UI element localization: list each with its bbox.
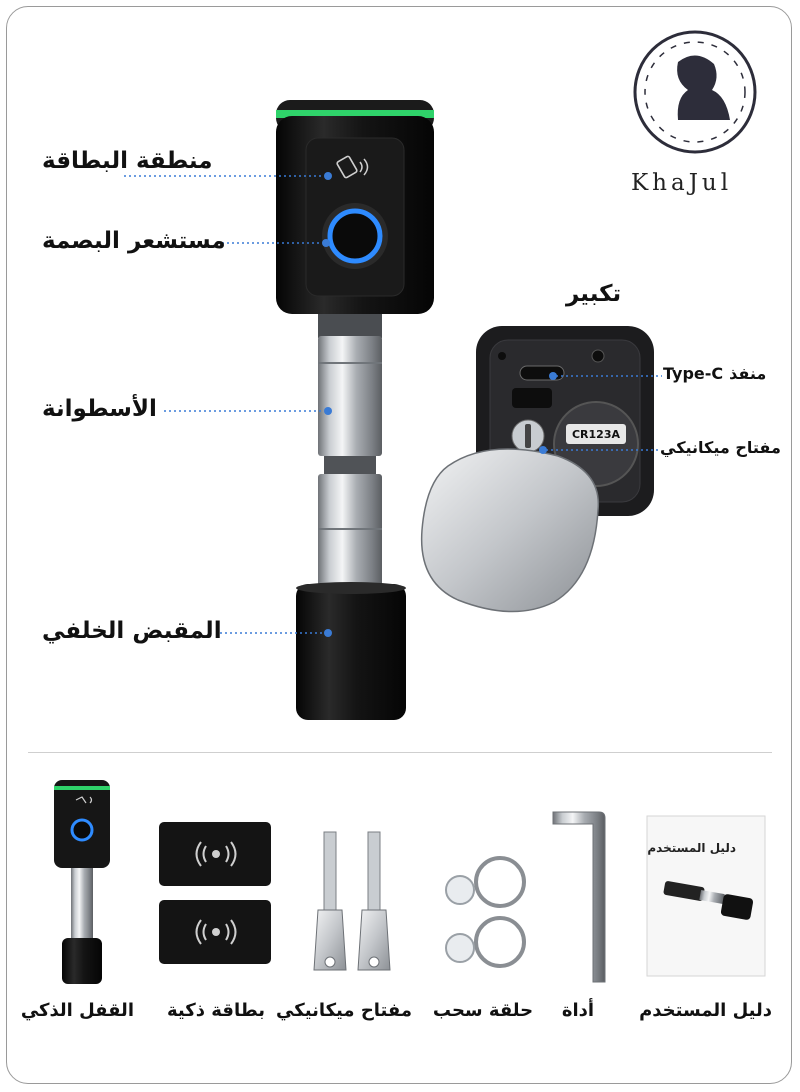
- cylinder: [318, 314, 382, 586]
- package-item-user-manual: دليل المستخدم: [639, 1000, 772, 1021]
- package-cards: [159, 822, 271, 964]
- callout-card-area: منطقة البطاقة: [42, 148, 213, 174]
- zoom-title: تكبير: [566, 281, 622, 307]
- callout-lines: [124, 172, 332, 637]
- package-item-smart-card: بطاقة ذكية: [167, 1000, 265, 1021]
- brand-name: KhaJul: [631, 170, 733, 196]
- fingerprint-sensor-icon: [322, 203, 388, 269]
- zoom-cover-plate: [420, 448, 600, 613]
- package-lock: [54, 780, 110, 984]
- back-handle: [296, 582, 406, 720]
- port-type: Type-C: [663, 364, 724, 383]
- package-item-pull-ring: حلقة سحب: [432, 1000, 534, 1021]
- section-divider: [28, 752, 772, 753]
- package-manual: دليل المستخدم: [646, 815, 766, 977]
- callout-back-handle: المقبض الخلفي: [42, 618, 222, 644]
- battery-label: CR123A: [572, 428, 621, 441]
- package-item-smart-lock: القفل الذكي: [20, 1000, 134, 1021]
- zoom-callout-lines: [539, 372, 662, 454]
- package-tool: [552, 811, 606, 983]
- manual-cover-title: دليل المستخدم: [647, 841, 736, 856]
- callout-fingerprint-sensor: مستشعر البصمة: [42, 228, 226, 254]
- zoom-port-callout: Type-C منفذ: [663, 364, 766, 383]
- card-area-icon: [336, 155, 369, 179]
- package-item-tool: أداة: [561, 1000, 595, 1021]
- lock-head: [276, 100, 434, 314]
- package-item-mechanical-key: مفتاح ميكانيكي: [276, 1000, 412, 1021]
- port-label: منفذ: [729, 364, 767, 383]
- zoom-mechanical-key-callout: مفتاح ميكانيكي: [660, 438, 781, 457]
- callout-cylinder: الأسطوانة: [42, 396, 157, 422]
- brand-logo: [633, 30, 757, 154]
- package-pull-rings: [445, 856, 526, 968]
- package-keys: [313, 831, 391, 971]
